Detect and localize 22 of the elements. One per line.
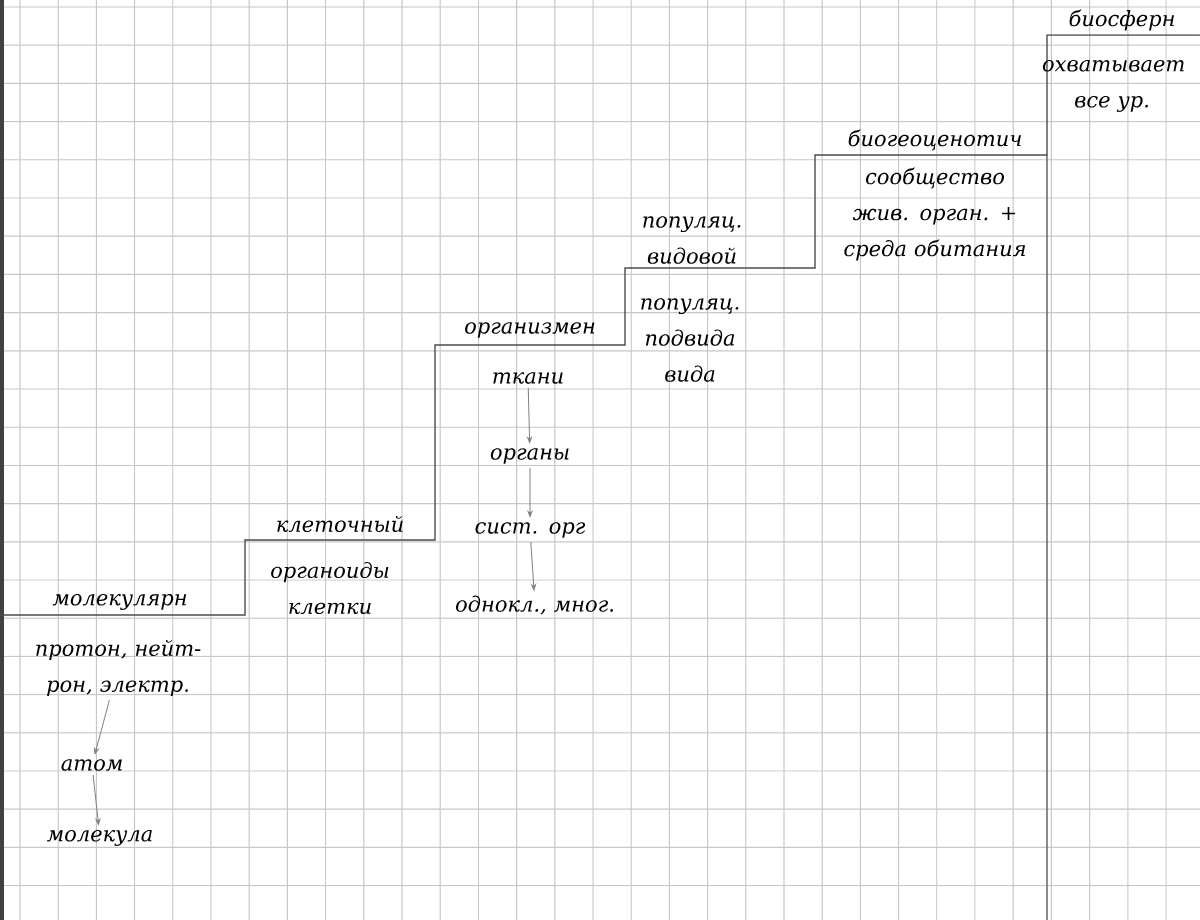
- handwritten-text: протон, нейт- рон, электр.: [36, 639, 201, 697]
- handwritten-text: охватывает все ур.: [1042, 60, 1184, 112]
- arrow: [94, 699, 110, 755]
- handwritten-text: сист. орг: [475, 522, 586, 538]
- handwritten-text: молекулярн: [52, 594, 187, 610]
- arrow: [527, 387, 532, 444]
- arrow: [527, 467, 533, 518]
- handwritten-text: популяц. видовой: [643, 216, 741, 264]
- handwritten-text: клеточный: [277, 515, 403, 533]
- handwritten-text: органы: [490, 448, 569, 464]
- handwritten-text: биосферн: [1069, 9, 1174, 31]
- handwritten-text: молекула: [47, 830, 152, 846]
- handwritten-text: ткани: [493, 372, 563, 384]
- handwritten-text: сообщество жив. орган. + среда обитания: [844, 167, 1026, 261]
- handwritten-text: атом: [61, 759, 122, 771]
- handwritten-text: однокл., мног.: [455, 595, 613, 615]
- arrow: [530, 541, 537, 591]
- handwritten-text: популяц. подвида вида: [641, 298, 739, 382]
- handwritten-text: биогеоценотич: [848, 129, 1021, 151]
- handwritten-text: организмен: [465, 322, 595, 338]
- arrow: [92, 774, 101, 825]
- handwritten-text: органоиды клетки: [271, 561, 389, 615]
